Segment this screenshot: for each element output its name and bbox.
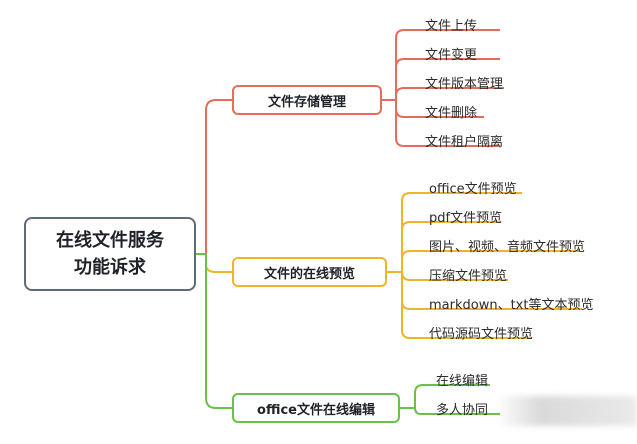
leaf-connector-1-5 bbox=[387, 271, 532, 339]
trunk-line-preview bbox=[205, 254, 232, 273]
branch-node-storage: 文件存储管理 bbox=[232, 85, 382, 115]
leaf-file-tenant: 文件租户隔离 bbox=[425, 135, 504, 150]
leaf-file-delete: 文件删除 bbox=[425, 106, 478, 121]
leaf-connector-1-1 bbox=[387, 221, 500, 273]
leaf-file-upload: 文件上传 bbox=[425, 19, 478, 34]
leaf-collab-edit: 多人协同 bbox=[436, 403, 489, 418]
leaf-connector-0-0 bbox=[382, 29, 500, 101]
leaf-office-preview: office文件预览 bbox=[429, 182, 517, 197]
branch-node-editing: office文件在线编辑 bbox=[232, 393, 400, 423]
leaf-text-preview: markdown、txt等文本预览 bbox=[429, 298, 594, 313]
leaf-code-preview: 代码源码文件预览 bbox=[429, 327, 534, 342]
blurred-watermark bbox=[500, 396, 637, 426]
leaf-media-preview: 图片、视频、音频文件预览 bbox=[429, 240, 586, 255]
leaf-file-version: 文件版本管理 bbox=[425, 77, 504, 92]
leaf-connector-0-4 bbox=[382, 99, 500, 147]
leaf-connector-0-2 bbox=[382, 87, 504, 101]
root-node: 在线文件服务 功能诉求 bbox=[24, 217, 196, 291]
leaf-connector-2-0 bbox=[400, 384, 490, 409]
leaf-file-change: 文件变更 bbox=[425, 48, 478, 63]
branch-label-editing: office文件在线编辑 bbox=[257, 402, 375, 418]
branch-node-preview: 文件的在线预览 bbox=[232, 257, 387, 287]
leaf-connector-1-0 bbox=[387, 192, 522, 273]
leaf-archive-preview: 压缩文件预览 bbox=[429, 269, 508, 284]
leaf-connector-1-2 bbox=[387, 250, 580, 273]
leaf-connector-0-1 bbox=[382, 58, 500, 101]
leaf-pdf-preview: pdf文件预览 bbox=[429, 211, 503, 226]
trunk-line-editing bbox=[205, 254, 232, 409]
leaf-online-edit: 在线编辑 bbox=[436, 374, 489, 389]
root-title-line1: 在线文件服务 bbox=[56, 230, 164, 251]
leaf-connector-2-1 bbox=[400, 407, 500, 415]
branch-label-preview: 文件的在线预览 bbox=[263, 266, 355, 282]
root-title-line2: 功能诉求 bbox=[74, 257, 146, 278]
branch-label-storage: 文件存储管理 bbox=[267, 94, 346, 110]
trunk-line-storage bbox=[205, 99, 232, 254]
